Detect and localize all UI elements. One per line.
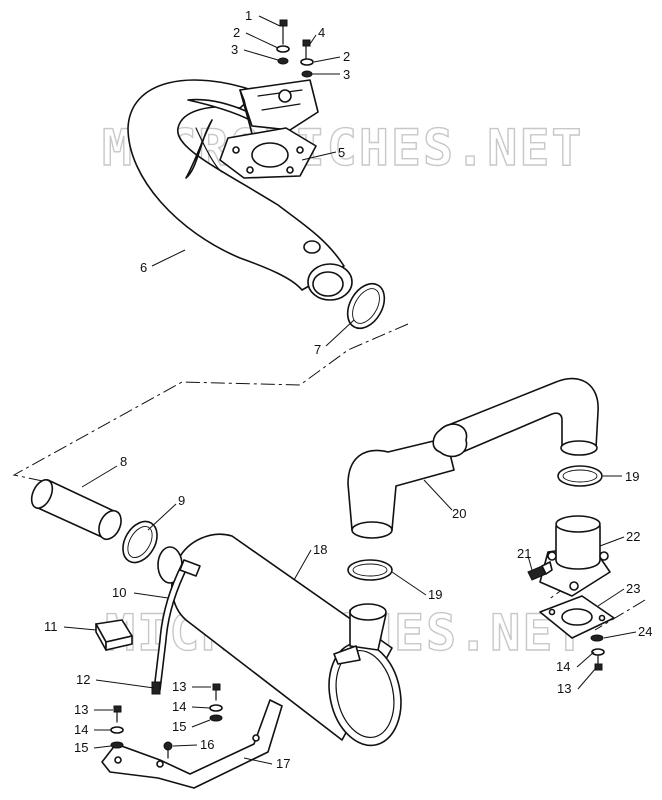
- callout-numbers: 1 2 3 4 2 3 5 6 7 8 9 10 11 12 13 14 15 …: [44, 8, 652, 771]
- reference-line-23-24: [594, 599, 646, 631]
- callout-14-right: 14: [556, 659, 570, 674]
- outlet-hardware: [590, 634, 605, 671]
- hose-clamp-19-upper: [557, 465, 603, 487]
- callout-9: 9: [178, 493, 185, 508]
- callout-19-lower: 19: [428, 587, 442, 602]
- callout-14-left: 14: [74, 722, 88, 737]
- callout-6: 6: [140, 260, 147, 275]
- callout-22: 22: [626, 529, 640, 544]
- leader-lines: [63, 15, 637, 765]
- hose-clamp-9: [122, 520, 158, 564]
- callout-23: 23: [626, 581, 640, 596]
- callout-8: 8: [120, 454, 127, 469]
- callout-18: 18: [313, 542, 327, 557]
- elbow-pipe-20: [347, 377, 599, 539]
- callout-24: 24: [638, 624, 652, 639]
- callout-5: 5: [338, 145, 345, 160]
- callout-20: 20: [452, 506, 466, 521]
- callout-1: 1: [245, 8, 252, 23]
- exhaust-pipe-6: [127, 79, 353, 301]
- callout-19-upper: 19: [625, 469, 639, 484]
- callout-15-middle: 15: [172, 719, 186, 734]
- callout-13-middle: 13: [172, 679, 186, 694]
- callout-3-left: 3: [231, 42, 238, 57]
- strap-10: [151, 559, 201, 695]
- pad-11: [95, 619, 133, 651]
- callout-7: 7: [314, 342, 321, 357]
- callout-3-right: 3: [343, 67, 350, 82]
- outlet-flange-22: [539, 515, 611, 597]
- callout-13-right: 13: [557, 681, 571, 696]
- callout-14-middle: 14: [172, 699, 186, 714]
- hose-clamp-19-lower: [347, 559, 393, 581]
- callout-12: 12: [76, 672, 90, 687]
- callout-16: 16: [200, 737, 214, 752]
- callout-21: 21: [517, 546, 531, 561]
- muffler-18: [157, 533, 402, 747]
- bracket-17: [101, 699, 283, 789]
- callout-15-left: 15: [74, 740, 88, 755]
- gasket-23: [539, 595, 615, 639]
- pipe-coupler-8: [30, 479, 122, 541]
- callout-11: 11: [44, 619, 58, 634]
- callout-2-right: 2: [343, 49, 350, 64]
- callout-10: 10: [112, 585, 126, 600]
- callout-17: 17: [276, 756, 290, 771]
- callout-4: 4: [318, 25, 325, 40]
- manifold-flange-5: [219, 79, 319, 179]
- hose-clamp-7: [346, 282, 386, 330]
- callout-2-left: 2: [233, 25, 240, 40]
- reference-line-left: [12, 323, 409, 484]
- manifold-hardware: [276, 19, 314, 78]
- callout-13-left: 13: [74, 702, 88, 717]
- fitting-21: [527, 561, 553, 581]
